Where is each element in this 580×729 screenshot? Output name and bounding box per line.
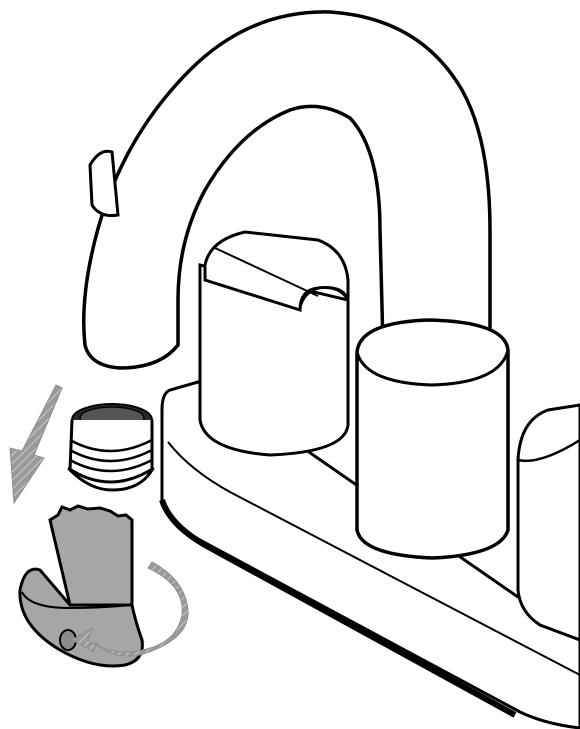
down-arrow-icon xyxy=(10,385,62,503)
aerator xyxy=(68,404,154,490)
right-handle xyxy=(518,405,580,640)
spout-base xyxy=(357,320,508,558)
left-handle xyxy=(200,232,348,455)
